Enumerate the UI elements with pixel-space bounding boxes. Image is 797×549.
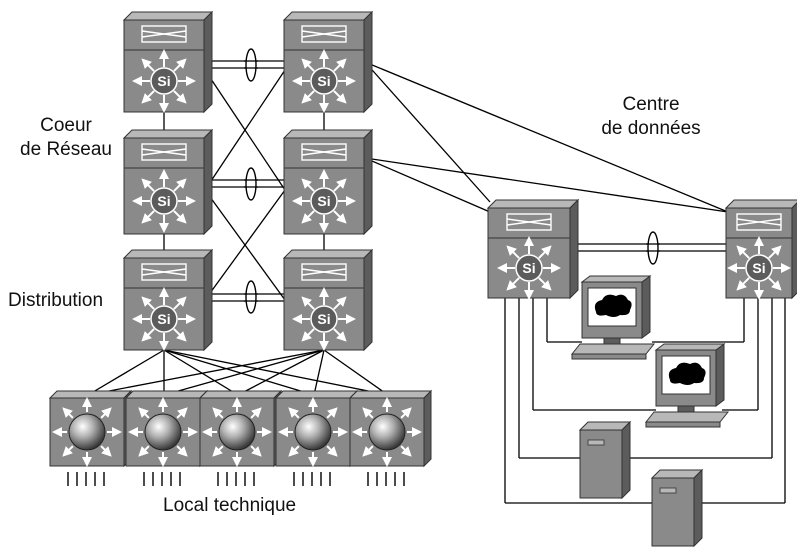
core-switch-2: Si <box>282 10 374 114</box>
datacenter-switch-2: Si <box>724 199 797 300</box>
si-badge: Si <box>157 73 170 89</box>
server-1 <box>578 420 632 500</box>
si-badge: Si <box>157 311 170 327</box>
distribution-switch-1: Si <box>122 248 214 352</box>
si-badge: Si <box>317 311 330 327</box>
core-switch-4: Si <box>282 128 374 236</box>
distribution-switch-2: Si <box>282 248 374 352</box>
cloud-icon <box>668 362 706 385</box>
distribution-layer-label: Distribution <box>8 290 104 311</box>
cloud-icon <box>594 294 632 317</box>
connection-lines <box>87 61 786 504</box>
core-label-line1: Coeur <box>40 115 92 136</box>
access-switch-4 <box>274 389 359 486</box>
etherchannel-icon <box>245 48 659 314</box>
access-switch-5 <box>348 389 433 486</box>
datacenter-label-line1: Centre <box>622 94 680 115</box>
si-badge: Si <box>157 193 170 209</box>
server-2 <box>650 468 704 548</box>
si-badge: Si <box>522 260 535 276</box>
workstation-2 <box>644 343 730 428</box>
access-switch-2 <box>124 389 209 486</box>
core-switch-1: Si <box>122 10 214 114</box>
switch-sphere-icon <box>68 413 106 451</box>
si-badge: Si <box>752 260 765 276</box>
datacenter-label: Centre de données <box>596 93 706 141</box>
si-badge: Si <box>317 73 330 89</box>
datacenter-switch-1: Si <box>486 198 580 300</box>
workstation-1 <box>570 275 656 360</box>
switch-sphere-icon <box>144 413 182 451</box>
switch-sphere-icon <box>218 413 256 451</box>
access-switch-1 <box>48 389 133 486</box>
access-switch-3 <box>198 389 283 486</box>
si-badge: Si <box>317 193 330 209</box>
core-switch-3: Si <box>122 128 214 236</box>
core-label-line2: de Réseau <box>20 139 112 160</box>
access-layer-label: Local technique <box>163 495 297 516</box>
core-layer-label: Coeur de Réseau <box>18 114 114 162</box>
switch-sphere-icon <box>294 413 332 451</box>
datacenter-label-line2: de données <box>601 118 701 139</box>
switch-sphere-icon <box>368 413 406 451</box>
